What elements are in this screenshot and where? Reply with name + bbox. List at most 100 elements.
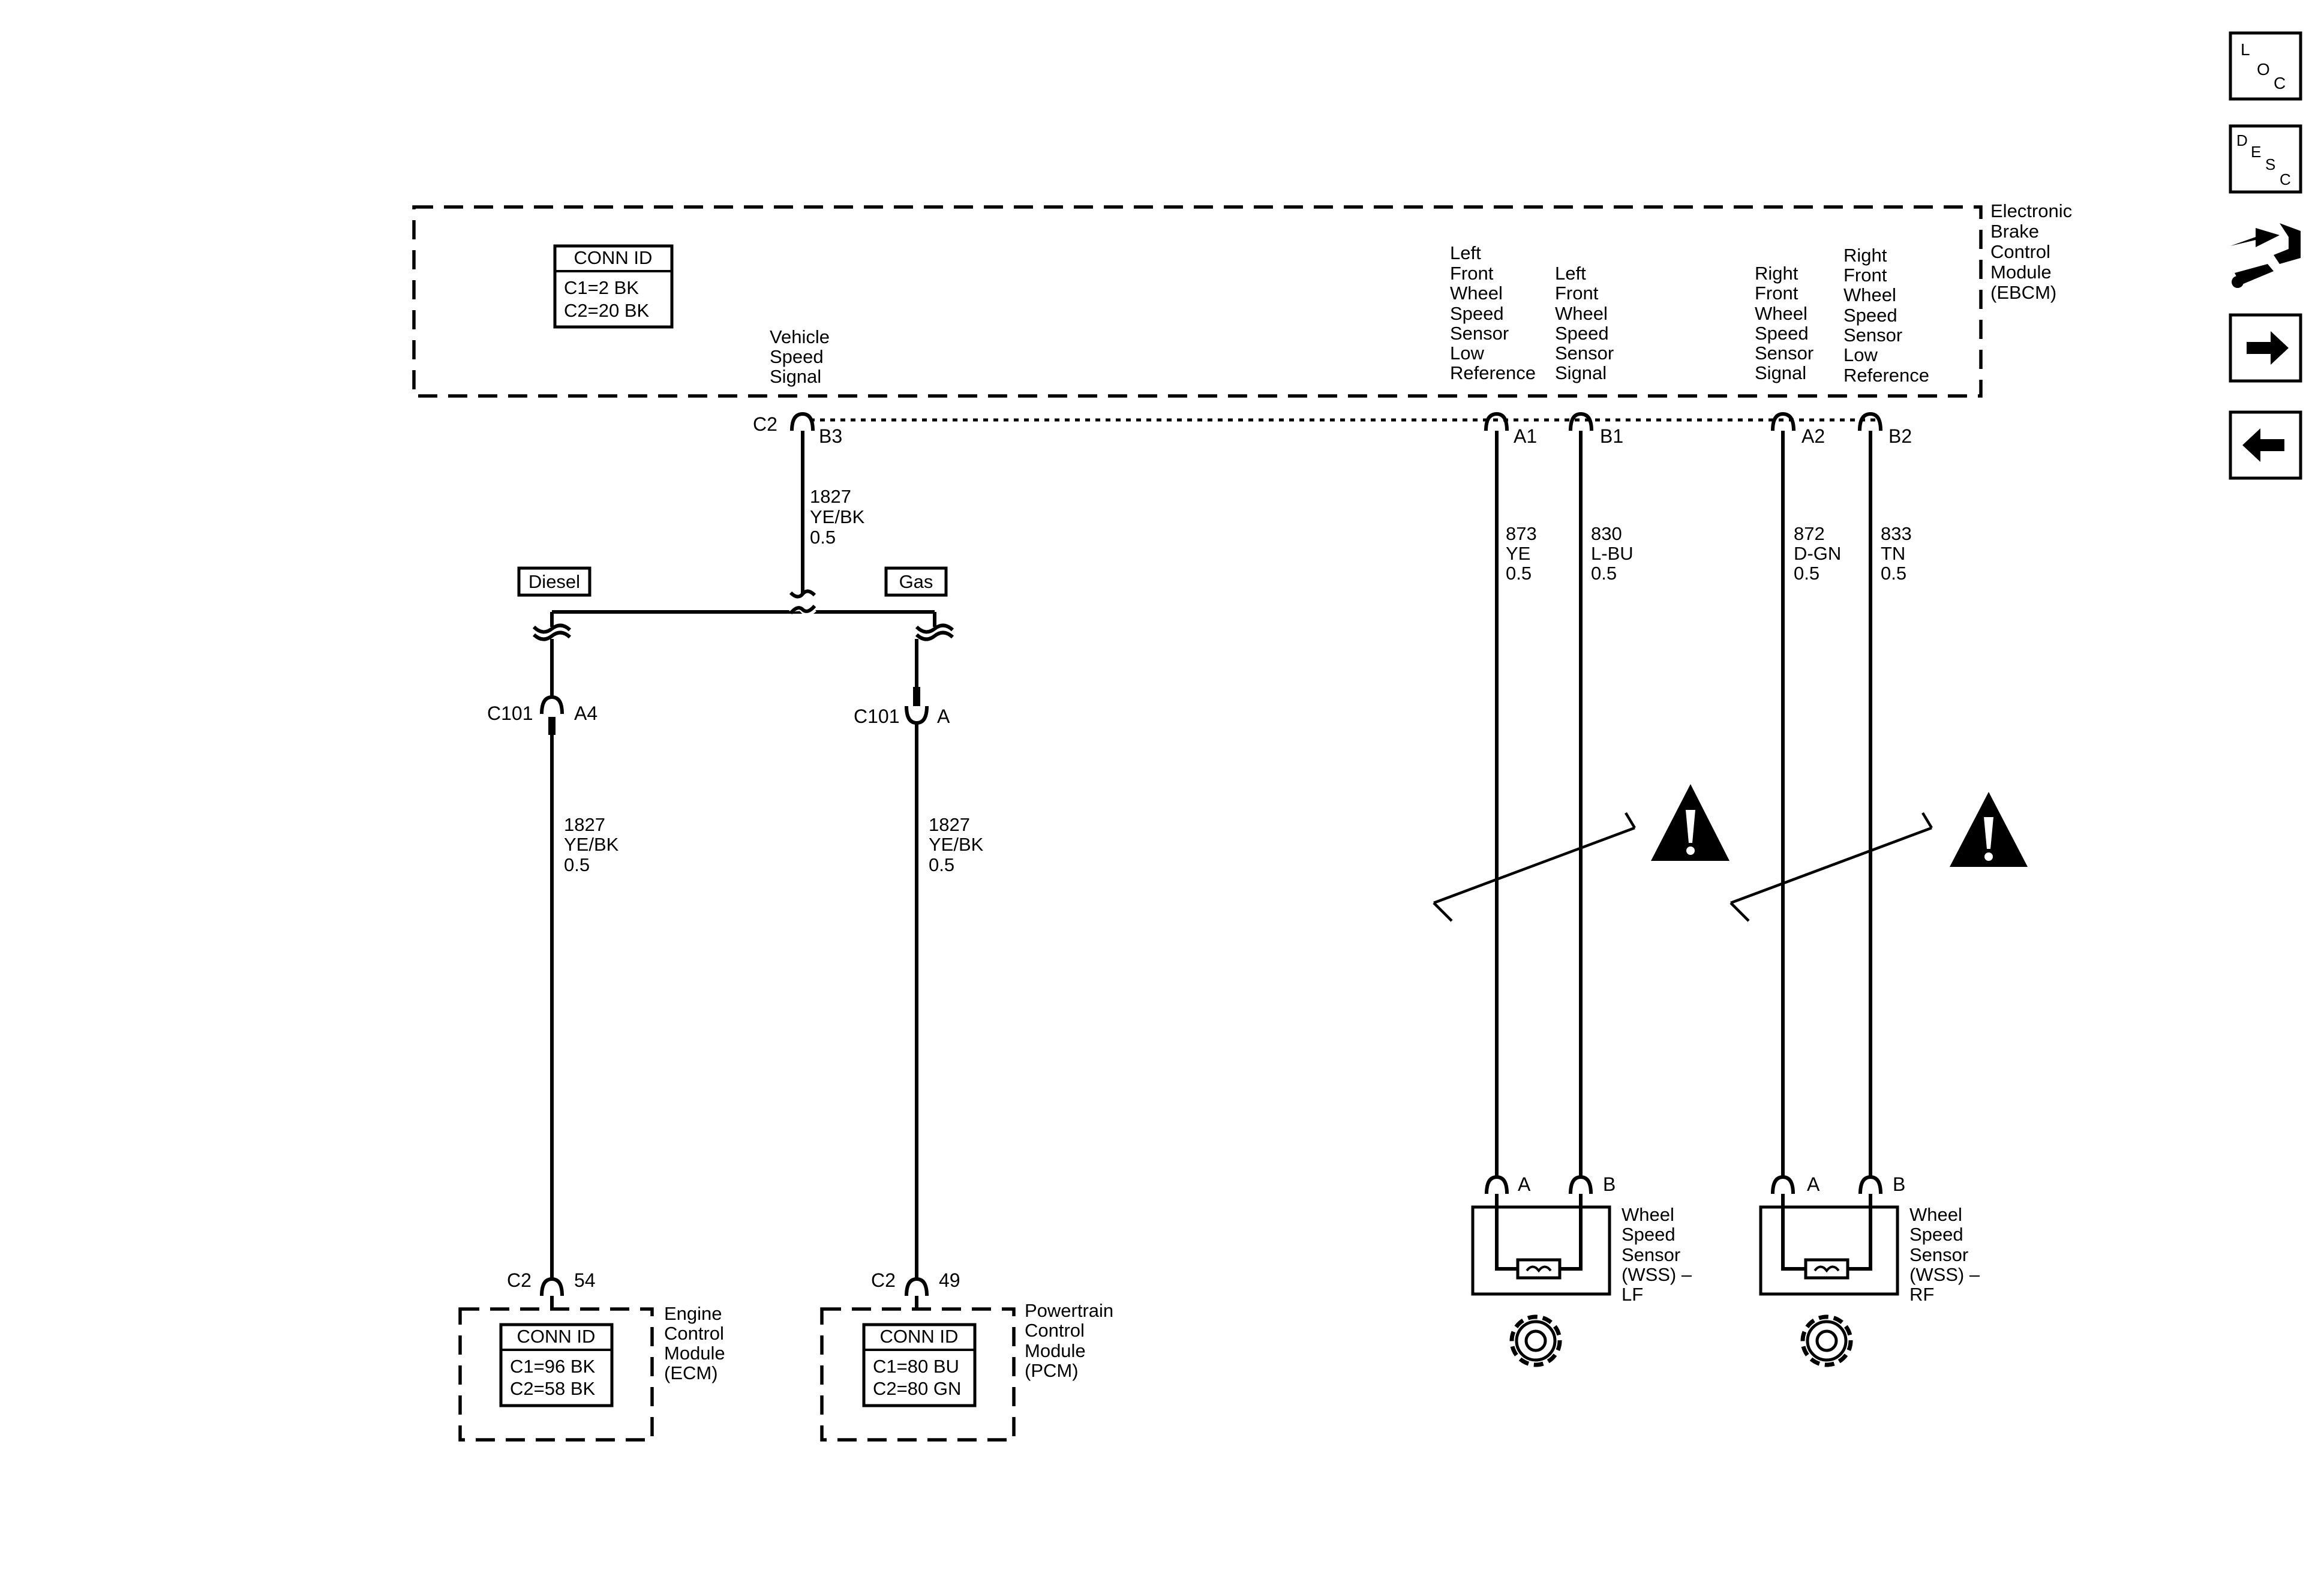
label-line: Right bbox=[1755, 263, 1798, 284]
gear-icon bbox=[1800, 1314, 1853, 1367]
sensor-name-line: Sensor bbox=[1909, 1244, 1968, 1265]
wire-label: 1827 bbox=[929, 814, 970, 835]
svg-text:L: L bbox=[2241, 40, 2250, 59]
arrow-right-icon[interactable] bbox=[2229, 313, 2302, 383]
pin-label: B1 bbox=[1600, 425, 1623, 447]
desc-icon[interactable]: D E S C bbox=[2229, 124, 2302, 194]
module-name-line: (ECM) bbox=[664, 1362, 718, 1383]
label-line: Sensor bbox=[1755, 343, 1813, 364]
c101-gas-connector[interactable]: C101 A bbox=[854, 639, 950, 727]
wss-rf-pin-a[interactable]: A bbox=[1771, 1173, 1820, 1195]
wss-lf-pin-a[interactable]: A bbox=[1485, 1173, 1531, 1195]
wire-830[interactable]: 830 L-BU 0.5 bbox=[1579, 431, 1634, 1176]
connector-label: C2 bbox=[871, 1269, 896, 1291]
svg-text:E: E bbox=[2251, 143, 2261, 161]
connector-label: C101 bbox=[487, 703, 533, 724]
lf-low-ref-label: Left Front Wheel Speed Sensor Low Refere… bbox=[1450, 242, 1536, 383]
warning-icon[interactable] bbox=[1950, 792, 2028, 867]
sensor-name-line: RF bbox=[1909, 1284, 1934, 1305]
wire-label: 873 bbox=[1506, 523, 1537, 544]
conn-id-title: CONN ID bbox=[574, 247, 653, 268]
svg-text:O: O bbox=[2257, 60, 2270, 79]
c101-diesel-connector[interactable]: C101 A4 bbox=[487, 639, 597, 735]
conn-id-line: C1=2 BK bbox=[564, 277, 639, 298]
module-name-line: Module bbox=[664, 1343, 725, 1364]
rf-low-ref-label: Right Front Wheel Speed Sensor Low Refer… bbox=[1843, 245, 1929, 386]
label-line: Left bbox=[1555, 263, 1586, 284]
wire-label: 0.5 bbox=[1881, 563, 1906, 584]
gear-icon bbox=[1509, 1314, 1562, 1367]
ebcm-pin-a2[interactable]: A2 bbox=[1771, 412, 1825, 447]
label-line: Wheel bbox=[1755, 303, 1807, 324]
ebcm-pin-b3[interactable]: C2 B3 bbox=[753, 412, 842, 447]
ebcm-pin-a1[interactable]: A1 bbox=[1484, 412, 1537, 447]
label-line: Speed bbox=[770, 346, 824, 367]
option-split bbox=[550, 589, 936, 627]
ebcm-pin-b2[interactable]: B2 bbox=[1858, 412, 1912, 447]
ebcm-conn-id: CONN ID C1=2 BK C2=20 BK bbox=[553, 244, 674, 329]
label-line: Signal bbox=[1755, 362, 1806, 383]
pin-label: 49 bbox=[939, 1269, 960, 1291]
pin-label: B3 bbox=[819, 425, 842, 447]
svg-text:S: S bbox=[2265, 155, 2275, 173]
wire-872[interactable]: 872 D-GN 0.5 bbox=[1781, 431, 1841, 1176]
twisted-pair-rf-icon bbox=[1730, 812, 1933, 922]
wire-label: YE/BK bbox=[810, 506, 865, 527]
ecm-pin-54[interactable]: C2 54 bbox=[507, 1269, 596, 1309]
wire-label: 0.5 bbox=[1506, 563, 1532, 584]
ebcm-name-line: Brake bbox=[1990, 221, 2039, 242]
svg-text:C: C bbox=[2280, 170, 2291, 188]
wire-1827-main[interactable]: 1827 YE/BK 0.5 bbox=[801, 431, 865, 594]
wire-label: 872 bbox=[1794, 523, 1825, 544]
label-line: Wheel bbox=[1555, 303, 1608, 324]
label-line: Front bbox=[1450, 263, 1494, 284]
pin-label: A4 bbox=[574, 703, 597, 724]
connector-label: C2 bbox=[507, 1269, 532, 1291]
wire-label: YE bbox=[1506, 543, 1530, 564]
sensor-name-line: Speed bbox=[1909, 1224, 1963, 1245]
ebcm-name: Electronic Brake Control Module (EBCM) bbox=[1990, 200, 2072, 303]
wire-label: 830 bbox=[1591, 523, 1622, 544]
svg-text:D: D bbox=[2236, 131, 2248, 149]
connector-tool-icon[interactable] bbox=[2230, 223, 2301, 288]
wire-1827-ecm[interactable]: 1827 YE/BK 0.5 bbox=[550, 735, 619, 1278]
wss-rf-pin-b[interactable]: B bbox=[1858, 1173, 1905, 1195]
wire-1827-pcm[interactable]: 1827 YE/BK 0.5 bbox=[915, 723, 984, 1278]
module-name-line: Module bbox=[1025, 1340, 1086, 1361]
module-name-line: Powertrain bbox=[1025, 1300, 1113, 1321]
sensor-name-line: Speed bbox=[1622, 1224, 1676, 1245]
wire-label: TN bbox=[1881, 543, 1905, 564]
wire-label: YE/BK bbox=[564, 834, 619, 855]
sensor-name-line: Sensor bbox=[1622, 1244, 1680, 1265]
pin-label: A bbox=[937, 706, 950, 727]
twisted-pair-lf-icon bbox=[1433, 812, 1636, 922]
conn-id-line: C1=96 BK bbox=[510, 1356, 596, 1377]
arrow-left-icon[interactable] bbox=[2229, 410, 2302, 480]
loc-icon[interactable]: L O C bbox=[2229, 31, 2302, 101]
rf-signal-label: Right Front Wheel Speed Sensor Signal bbox=[1755, 263, 1813, 383]
wire-label: D-GN bbox=[1794, 543, 1841, 564]
label-line: Right bbox=[1843, 245, 1887, 266]
ebcm-pin-b1[interactable]: B1 bbox=[1569, 412, 1623, 447]
label-line: Sensor bbox=[1843, 325, 1902, 346]
label-line: Vehicle bbox=[770, 326, 830, 347]
wire-833[interactable]: 833 TN 0.5 bbox=[1869, 431, 1912, 1176]
conn-id-line: C2=58 BK bbox=[510, 1378, 596, 1399]
wss-rf-sensor: Wheel Speed Sensor (WSS) – RF bbox=[1759, 1194, 1980, 1305]
wss-lf-pin-b[interactable]: B bbox=[1569, 1173, 1616, 1195]
wire-label: 833 bbox=[1881, 523, 1912, 544]
gas-option-label: Gas bbox=[884, 566, 948, 597]
wire-873[interactable]: 873 YE 0.5 bbox=[1495, 431, 1537, 1176]
wire-label: YE/BK bbox=[929, 834, 984, 855]
conn-id-line: C2=80 GN bbox=[873, 1378, 961, 1399]
warning-icon[interactable] bbox=[1651, 784, 1730, 861]
label-line: Left bbox=[1450, 242, 1481, 263]
module-name-line: Engine bbox=[664, 1303, 722, 1324]
wire-label: 1827 bbox=[564, 814, 605, 835]
pcm-pin-49[interactable]: C2 49 bbox=[871, 1269, 960, 1309]
pin-label: 54 bbox=[574, 1269, 596, 1291]
option-text: Gas bbox=[899, 571, 933, 592]
label-line: Front bbox=[1843, 265, 1887, 286]
sensor-name-line: Wheel bbox=[1622, 1204, 1674, 1225]
